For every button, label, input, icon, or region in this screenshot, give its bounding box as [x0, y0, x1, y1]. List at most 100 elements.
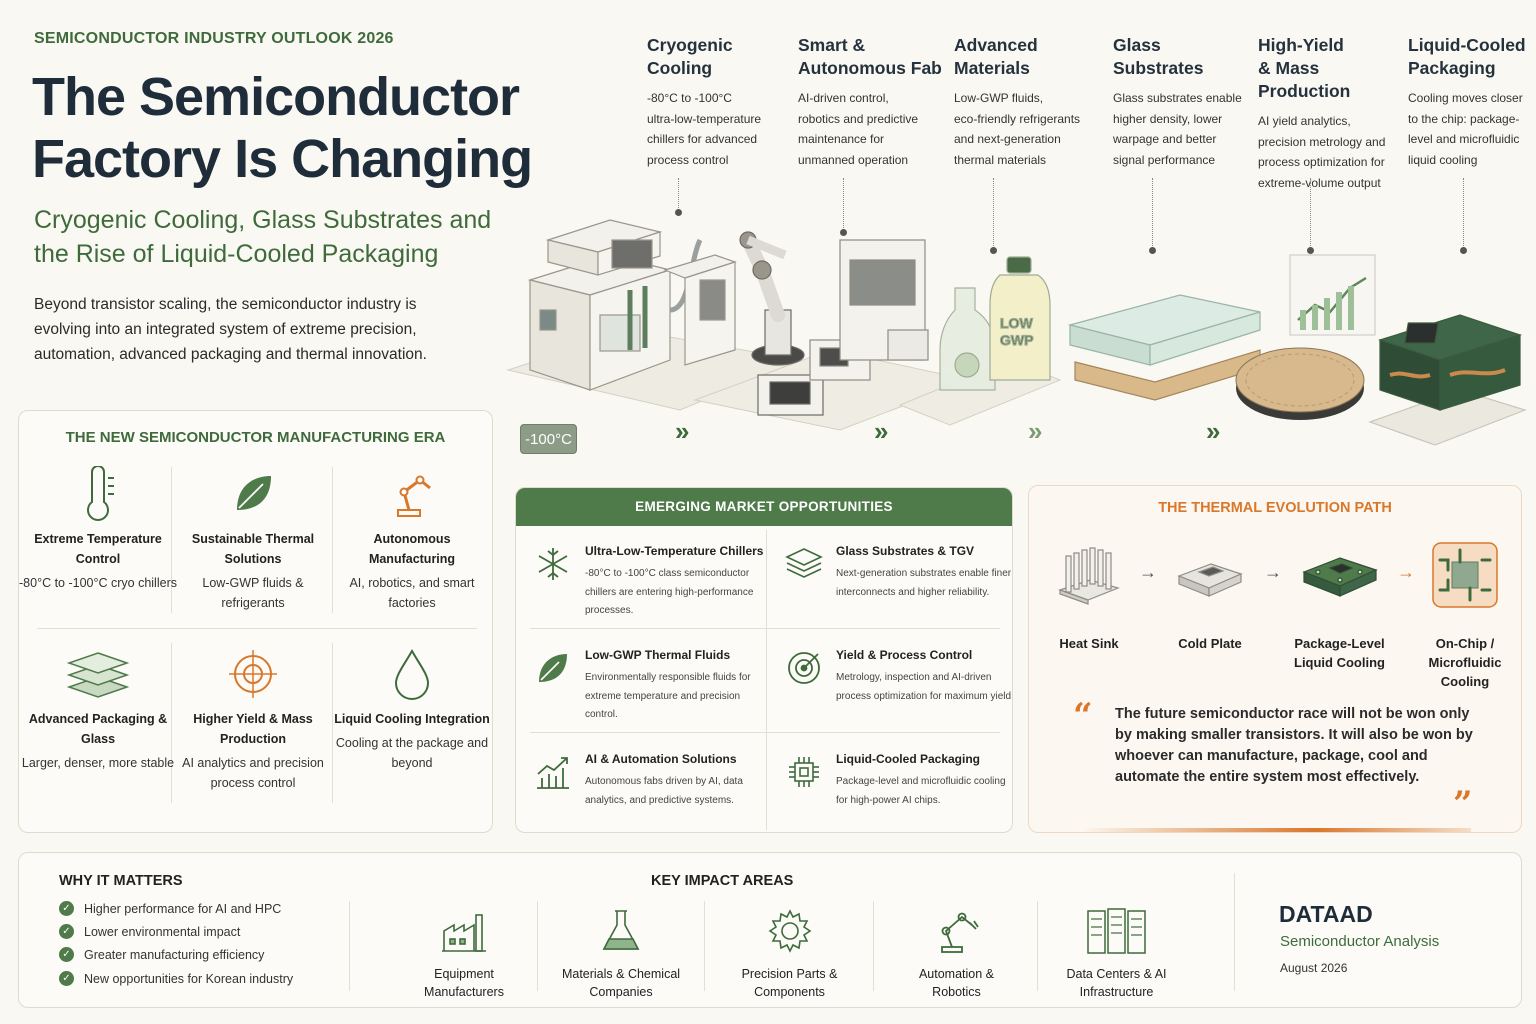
market-item-title: AI & Automation Solutions — [585, 752, 737, 766]
quote-open-icon: “ — [1073, 696, 1093, 736]
column-text: Cooling moves closer to the chip: packag… — [1408, 91, 1523, 167]
arrow-right-icon: → — [1264, 562, 1282, 582]
era-cell-text: Larger, denser, more stable — [21, 756, 175, 770]
market-item-title: Ultra-Low-Temperature Chillers — [585, 544, 764, 558]
era-cell-liquid: Liquid Cooling Integration Cooling at th… — [333, 643, 491, 773]
target-icon — [174, 643, 332, 705]
column-liquid-cooled: Liquid-Cooled Packaging Cooling moves cl… — [1408, 34, 1533, 170]
market-item-text: Next-generation substrates enable finer … — [836, 568, 1012, 598]
column-text: AI yield analytics, precision metrology … — [1258, 114, 1386, 190]
impact-item-label: Equipment Manufacturers — [424, 967, 504, 999]
era-cell-title: Liquid Cooling Integration — [334, 712, 490, 726]
check-icon: ✓ — [59, 901, 74, 916]
era-cell-title: Autonomous Manufacturing — [368, 532, 456, 566]
temperature-badge: -100°C — [520, 424, 577, 454]
microfluidic-icon — [1415, 534, 1515, 616]
gear-icon — [722, 901, 857, 961]
brand-date: August 2026 — [1280, 961, 1348, 975]
liquid-cooled-package — [1368, 314, 1527, 446]
column-cryogenic: Cryogenic Cooling -80°C to -100°C ultra-… — [647, 34, 787, 170]
thermal-step: Cold Plate — [1160, 534, 1260, 653]
market-item-title: Glass Substrates & TGV — [836, 544, 975, 558]
column-glass: Glass Substrates Glass substrates enable… — [1113, 34, 1253, 170]
market-item-text: Environmentally responsible fluids for e… — [585, 672, 751, 720]
robot-arm-icon — [333, 463, 491, 525]
market-item-text: Metrology, inspection and AI-driven proc… — [836, 672, 1013, 702]
connector-line — [675, 178, 682, 216]
why-item-text: New opportunities for Korean industry — [84, 971, 294, 986]
connector-line — [1149, 178, 1156, 254]
market-item-title: Low-GWP Thermal Fluids — [585, 648, 731, 662]
era-cell-text: Cooling at the package and beyond — [335, 736, 489, 770]
why-item-text: Lower environmental impact — [84, 924, 241, 939]
column-title: Liquid-Cooled Packaging — [1408, 35, 1526, 78]
impact-item: Automation & Robotics — [904, 901, 1009, 1001]
column-text: -80°C to -100°C ultra-low-temperature ch… — [647, 91, 762, 167]
connector-line — [1460, 178, 1467, 254]
arrow-right-icon: → — [1397, 562, 1415, 582]
subtitle: Cryogenic Cooling, Glass Substrates and … — [34, 206, 492, 268]
quote-close-icon: ” — [1453, 784, 1473, 824]
impact-item-label: Data Centers & AI Infrastructure — [1066, 967, 1167, 999]
heat-sink-icon — [1039, 534, 1139, 616]
era-cell-title: Sustainable Thermal Solutions — [191, 532, 315, 566]
thermal-step-label: Package-Level Liquid Cooling — [1294, 636, 1385, 670]
quote-text: The future semiconductor race will not b… — [1115, 706, 1473, 785]
intro-text: Beyond transistor scaling, the semicondu… — [34, 296, 427, 363]
target-icon — [784, 648, 824, 688]
brand-subtitle: Semiconductor Analysis — [1280, 933, 1440, 950]
why-title: WHY IT MATTERS — [59, 873, 183, 889]
package-cooling-icon — [1287, 534, 1392, 616]
column-materials: Advanced Materials Low-GWP fluids, eco-f… — [954, 34, 1104, 170]
impact-item-label: Precision Parts & Components — [741, 967, 838, 999]
cold-plate-icon — [1160, 534, 1260, 616]
era-cell-packaging: Advanced Packaging & Glass Larger, dense… — [19, 643, 177, 773]
connector-line — [840, 178, 847, 236]
market-item-text: Package-level and microfluidic cooling f… — [836, 776, 1006, 806]
column-title: High-Yield & Mass Production — [1258, 35, 1351, 101]
flow-chevron: » — [675, 416, 689, 446]
era-cell-yield: Higher Yield & Mass Production AI analyt… — [174, 643, 332, 793]
why-item: ✓Greater manufacturing efficiency — [59, 947, 264, 962]
column-high-yield: High-Yield & Mass Production AI yield an… — [1258, 34, 1403, 193]
why-item-text: Greater manufacturing efficiency — [84, 947, 265, 962]
connector-line — [1307, 178, 1314, 254]
thermometer-icon — [19, 463, 177, 525]
impact-item: Materials & Chemical Companies — [556, 901, 686, 1001]
era-cell-title: Higher Yield & Mass Production — [193, 712, 313, 746]
check-icon: ✓ — [59, 924, 74, 939]
thermal-step-label: Cold Plate — [1178, 636, 1242, 651]
bottle-label: LOW — [1000, 315, 1033, 331]
market-item-text: Autonomous fabs driven by AI, data analy… — [585, 776, 743, 806]
column-smart-fab: Smart & Autonomous Fab AI-driven control… — [798, 34, 948, 170]
droplet-icon — [333, 643, 491, 705]
market-item: AI & Automation Solutions Autonomous fab… — [533, 752, 773, 832]
check-icon: ✓ — [59, 971, 74, 986]
glass-substrate — [1067, 294, 1261, 401]
eyebrow: SEMICONDUCTOR INDUSTRY OUTLOOK 2026 — [34, 30, 394, 47]
leaf-icon — [533, 648, 573, 688]
flow-chevron: » — [874, 416, 888, 446]
bottom-bar: WHY IT MATTERS ✓Higher performance for A… — [18, 852, 1522, 1008]
panel-title: EMERGING MARKET OPPORTUNITIES — [516, 488, 1012, 526]
leaf-icon — [174, 463, 332, 525]
page-title: The Semiconductor Factory Is Changing — [32, 67, 533, 189]
column-text: AI-driven control, robotics and predicti… — [798, 91, 919, 167]
impact-title: KEY IMPACT AREAS — [651, 873, 794, 889]
stack-icon — [784, 544, 824, 584]
column-title: Glass Substrates — [1113, 35, 1204, 78]
thermal-step-label: Heat Sink — [1059, 636, 1119, 651]
era-cell-temperature: Extreme Temperature Control -80°C to -10… — [19, 463, 177, 593]
factory-icon — [414, 901, 514, 961]
robot-arm — [739, 231, 824, 416]
era-cell-text: -80°C to -100°C cryo chillers — [19, 576, 177, 590]
factory-illustration: LOW GWP » » » » — [506, 219, 1527, 446]
why-item: ✓ Lower environmental impact — [59, 924, 240, 939]
era-cell-title: Advanced Packaging & Glass — [28, 712, 168, 746]
thermal-step: Package-Level Liquid Cooling — [1287, 534, 1392, 672]
impact-item: Equipment Manufacturers — [414, 901, 514, 1001]
impact-item-label: Automation & Robotics — [918, 967, 995, 999]
column-text: Low-GWP fluids, eco-friendly refrigerant… — [954, 91, 1081, 167]
era-cell-text: AI analytics and precision process contr… — [182, 756, 324, 790]
market-item: Glass Substrates & TGV Next-generation s… — [784, 544, 1012, 624]
